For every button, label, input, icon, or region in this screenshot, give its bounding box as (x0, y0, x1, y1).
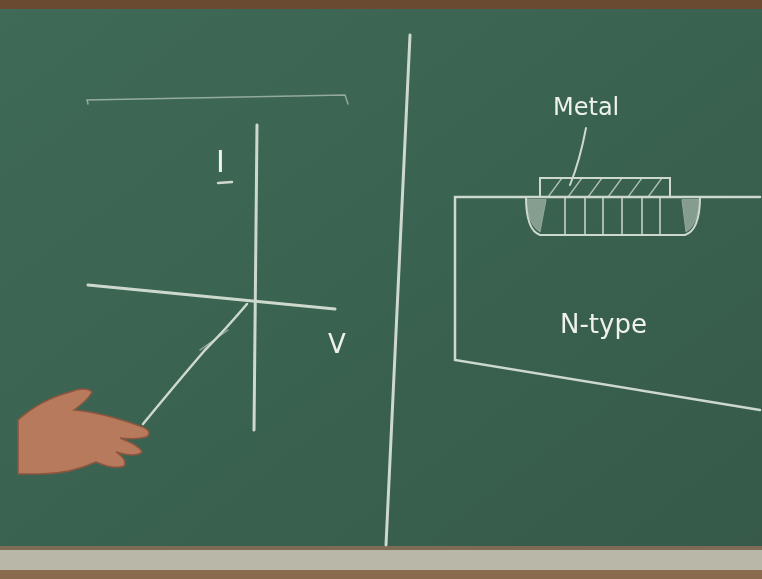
depletion-shade-left (526, 200, 546, 232)
current-symbol: I (216, 145, 225, 178)
lecturer-hand (18, 389, 149, 474)
board-frame-bottom (0, 570, 762, 579)
voltage-axis (88, 285, 335, 309)
region-name: N-type (560, 310, 647, 339)
symbol-bar (218, 182, 232, 183)
board-divider (386, 35, 410, 545)
depletion-region (526, 197, 700, 235)
metal-leader (570, 128, 586, 185)
depletion-shade-right (682, 200, 700, 232)
depletion-lines (565, 198, 660, 234)
chalk-tray (0, 548, 762, 579)
bracket-line (87, 95, 348, 104)
part-name: Metal (553, 94, 619, 120)
metal-contact (540, 178, 670, 197)
current-axis (254, 125, 257, 430)
n-type-substrate (455, 197, 760, 410)
curve-stroke (200, 330, 228, 350)
tray-edge (0, 546, 762, 550)
iv-curve (143, 304, 247, 424)
voltage-symbol: V (328, 330, 346, 359)
board-frame-top (0, 0, 762, 9)
metal-hatching (548, 178, 662, 197)
